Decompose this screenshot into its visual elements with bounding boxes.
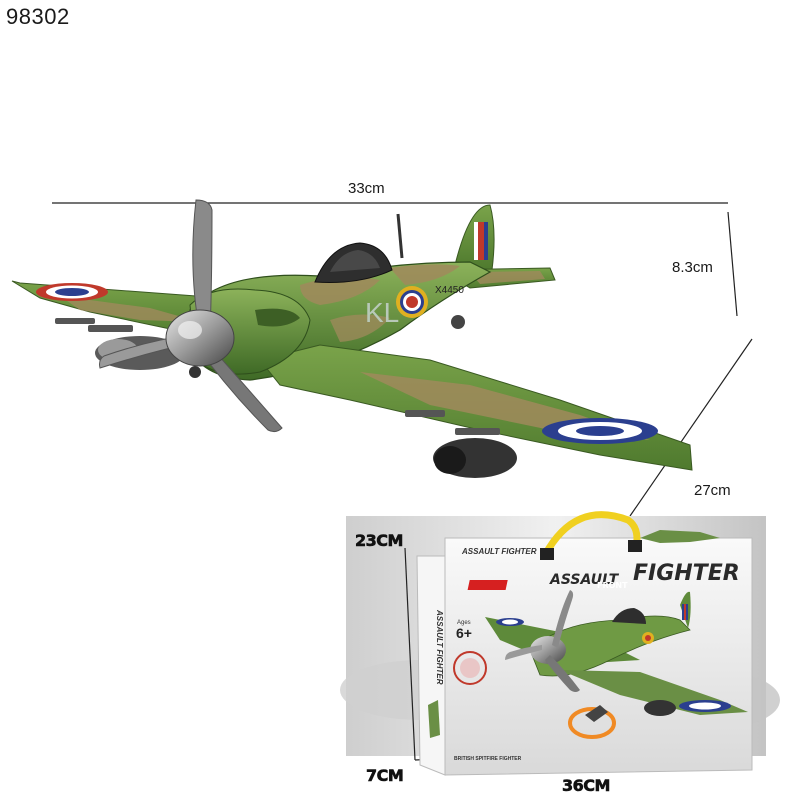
box-title-assault: ASSAULT xyxy=(549,572,620,588)
height-dimension-line xyxy=(727,211,738,317)
serial-marking: X4450 xyxy=(435,285,464,296)
box-title-fighter: FIGHTER xyxy=(633,561,740,586)
box-height-label: 23CM xyxy=(355,531,404,551)
box-depth-label: 7CM xyxy=(366,766,404,786)
squadron-code-marking: KL xyxy=(365,297,399,328)
dimension-lines xyxy=(52,202,753,517)
age-value: 6+ xyxy=(456,625,472,641)
box-art-plane xyxy=(485,590,748,739)
product-box: ASSAULT FIGHTER ASSAULT FRONT FIGHTER Ag… xyxy=(340,511,780,776)
box-width-label: 36CM xyxy=(562,776,611,796)
box-small-brand: ASSAULT FIGHTER xyxy=(461,547,537,556)
box-side-text: ASSAULT FIGHTER xyxy=(435,609,444,685)
wingspan-label: 27cm xyxy=(694,482,731,499)
spitfire-model: KL X4450 xyxy=(11,199,693,478)
wingspan-dimension-line xyxy=(629,338,753,517)
model-code: 98302 xyxy=(6,4,70,29)
box-title-front: FRONT xyxy=(597,581,628,590)
age-label: Ages xyxy=(457,620,471,626)
box-subtitle: BRITISH SPITFIRE FIGHTER xyxy=(454,756,522,762)
length-label: 33cm xyxy=(348,180,385,197)
height-label: 8.3cm xyxy=(672,259,713,276)
